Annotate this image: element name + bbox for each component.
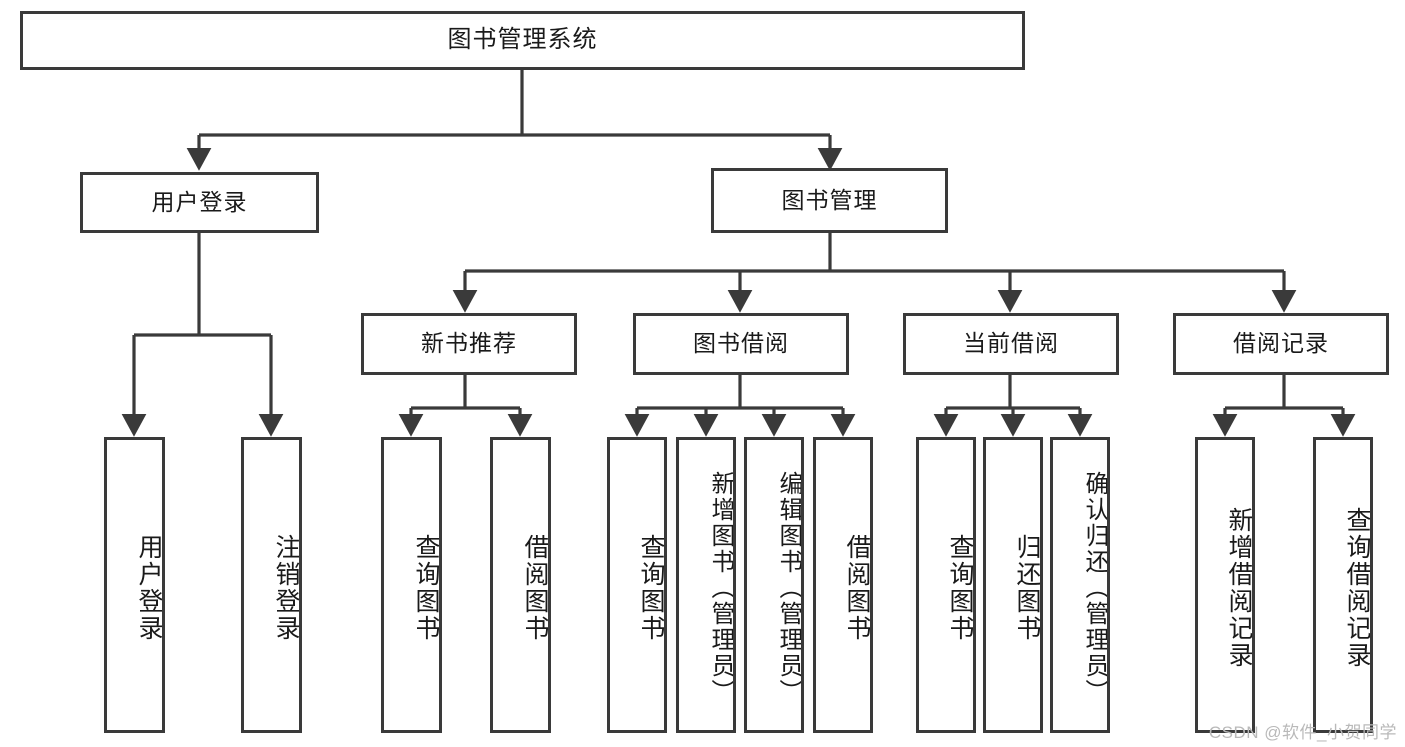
leaf-current-query-book[interactable]: 查询图书 — [916, 437, 976, 733]
leaf-borrow-book[interactable]: 借阅图书 — [813, 437, 873, 733]
node-current-borrow[interactable]: 当前借阅 — [903, 313, 1119, 375]
leaf-add-borrow-record[interactable]: 新增借阅记录 — [1195, 437, 1255, 733]
node-new-book-recommend[interactable]: 新书推荐 — [361, 313, 577, 375]
leaf-borrow-query-book[interactable]: 查询图书 — [607, 437, 667, 733]
node-root[interactable]: 图书管理系统 — [20, 11, 1025, 70]
node-borrow-record[interactable]: 借阅记录 — [1173, 313, 1389, 375]
leaf-user-login[interactable]: 用户登录 — [104, 437, 165, 733]
node-book-management[interactable]: 图书管理 — [711, 168, 948, 233]
leaf-add-book-admin[interactable]: 新增图书（管理员） — [676, 437, 736, 733]
leaf-edit-book-admin[interactable]: 编辑图书（管理员） — [744, 437, 804, 733]
leaf-new-book-query[interactable]: 查询图书 — [381, 437, 442, 733]
csdn-watermark: CSDN @软件_小贺同学 — [1208, 723, 1397, 742]
node-book-borrow[interactable]: 图书借阅 — [633, 313, 849, 375]
leaf-logout[interactable]: 注销登录 — [241, 437, 302, 733]
leaf-query-borrow-record[interactable]: 查询借阅记录 — [1313, 437, 1373, 733]
leaf-confirm-return-admin[interactable]: 确认归还（管理员） — [1050, 437, 1110, 733]
leaf-new-book-borrow[interactable]: 借阅图书 — [490, 437, 551, 733]
leaf-return-book[interactable]: 归还图书 — [983, 437, 1043, 733]
node-user-login[interactable]: 用户登录 — [80, 172, 319, 233]
